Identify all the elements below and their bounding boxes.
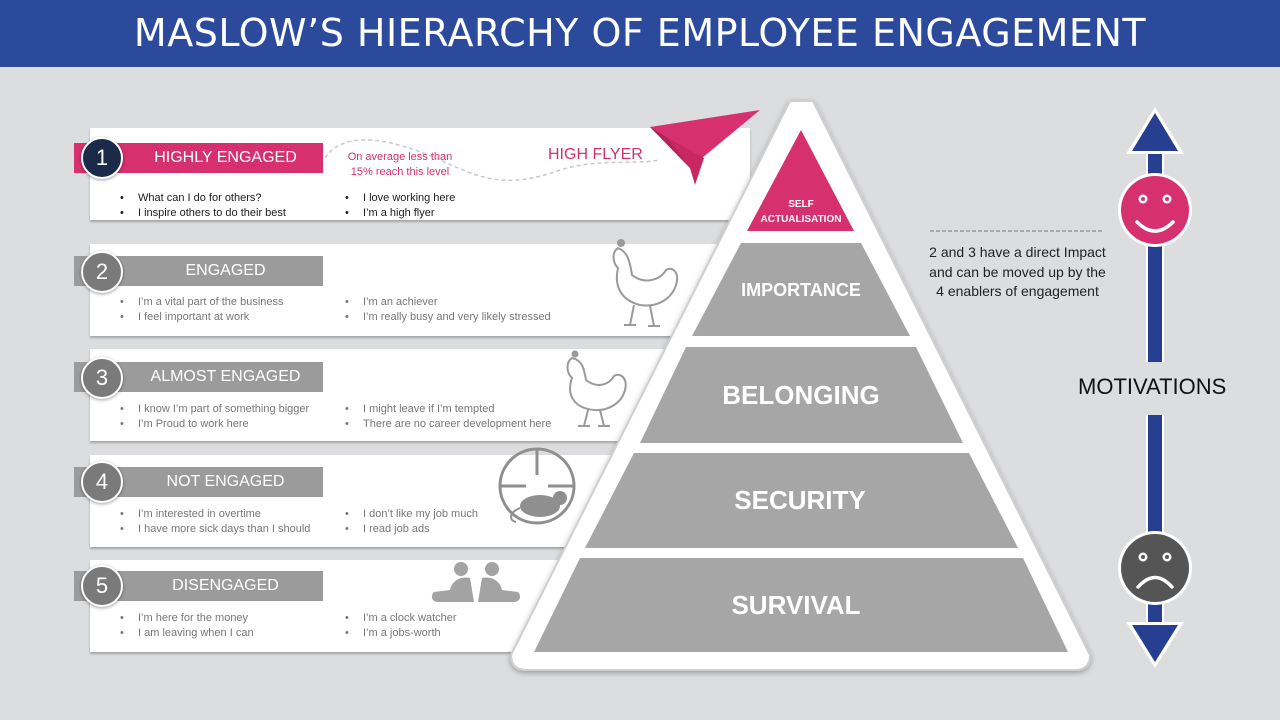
- bullet-item: I inspire others to do their best: [120, 206, 286, 221]
- bullet-item: I have more sick days than I should: [120, 522, 310, 537]
- bullet-item: What can I do for others?: [120, 191, 286, 206]
- motivations-label: MOTIVATIONS: [1078, 374, 1227, 399]
- level-1-right-bullets: I love working here I’m a high flyer: [345, 191, 455, 221]
- bullet-item: I’m Proud to work here: [120, 417, 309, 432]
- bullet-item: I’m a high flyer: [345, 206, 455, 221]
- level-4-right-bullets: I don’t like my job much I read job ads: [345, 507, 478, 537]
- bullet-item: I’m a clock watcher: [345, 611, 457, 626]
- pyramid-tier-belonging: [640, 347, 963, 443]
- rat-in-crosshair-icon: [498, 447, 576, 525]
- bullet-item: I’m interested in overtime: [120, 507, 310, 522]
- bullet-item: I’m a vital part of the business: [120, 295, 284, 310]
- pyramid-tier-importance: [692, 243, 910, 336]
- tier-label-importance: IMPORTANCE: [741, 280, 861, 300]
- bullet-item: I feel important at work: [120, 310, 284, 325]
- tier-label-self-line-2: ACTUALISATION: [761, 214, 842, 225]
- level-2-right-bullets: I’m an achiever I’m really busy and very…: [345, 295, 551, 325]
- bullet-item: I’m a jobs-worth: [345, 626, 457, 641]
- level-label-2: ENGAGED: [185, 262, 266, 279]
- people-back-to-back-icon: [431, 562, 521, 602]
- level-2-left-bullets: I’m a vital part of the business I feel …: [120, 295, 284, 325]
- level-5-right-bullets: I’m a clock watcher I’m a jobs-worth: [345, 611, 457, 641]
- happy-face-icon: [1118, 173, 1192, 247]
- bullet-item: I’m an achiever: [345, 295, 551, 310]
- paper-plane-icon: [650, 110, 760, 185]
- pyramid-tier-security: [585, 453, 1018, 548]
- level-number-2: 2: [81, 251, 123, 293]
- bullet-item: I’m really busy and very likely stressed: [345, 310, 551, 325]
- level-3-left-bullets: I know I’m part of something bigger I’m …: [120, 402, 309, 432]
- level-number-4: 4: [81, 461, 123, 503]
- level-number-3: 3: [81, 357, 123, 399]
- pyramid-tier-self-actualisation: [747, 130, 854, 231]
- tier-label-belonging: BELONGING: [722, 380, 879, 410]
- tier-label-survival: SURVIVAL: [731, 590, 860, 620]
- level-3-right-bullets: I might leave if I’m tempted There are n…: [345, 402, 551, 432]
- bullet-item: I might leave if I’m tempted: [345, 402, 551, 417]
- bullet-item: I read job ads: [345, 522, 478, 537]
- reach-annotation-line-2: 15% reach this level: [350, 166, 450, 178]
- level-5-left-bullets: I’m here for the money I am leaving when…: [120, 611, 254, 641]
- bullet-item: There are no career development here: [345, 417, 551, 432]
- high-flyer-label: HIGH FLYER: [548, 146, 643, 163]
- level-label-4: NOT ENGAGED: [166, 473, 285, 490]
- pyramid-tier-survival: [534, 558, 1068, 652]
- tier-label-self-line-1: SELF: [788, 199, 814, 210]
- reach-annotation: On average less than 15% reach this leve…: [338, 150, 462, 180]
- level-number-5: 5: [81, 565, 123, 607]
- level-number-1: 1: [81, 137, 123, 179]
- bullet-item: I know I’m part of something bigger: [120, 402, 309, 417]
- level-4-left-bullets: I’m interested in overtime I have more s…: [120, 507, 310, 537]
- level-label-1: HIGHLY ENGAGED: [154, 149, 297, 166]
- bullet-item: I don’t like my job much: [345, 507, 478, 522]
- title-bar: MASLOW’S HIERARCHY OF EMPLOYEE ENGAGEMEN…: [0, 0, 1280, 67]
- enablers-note: 2 and 3 have a direct Impact and can be …: [929, 244, 1106, 299]
- bullet-item: I love working here: [345, 191, 455, 206]
- page-title: MASLOW’S HIERARCHY OF EMPLOYEE ENGAGEMEN…: [133, 11, 1147, 55]
- reach-annotation-line-1: On average less than: [347, 151, 453, 163]
- bullet-item: I am leaving when I can: [120, 626, 254, 641]
- chicken-icon: [612, 239, 678, 327]
- sad-face-icon: [1118, 531, 1192, 605]
- level-label-3: ALMOST ENGAGED: [150, 368, 301, 385]
- level-1-left-bullets: What can I do for others? I inspire othe…: [120, 191, 286, 221]
- level-label-5: DISENGAGED: [172, 577, 279, 594]
- bullet-item: I’m here for the money: [120, 611, 254, 626]
- chicken-icon: [566, 350, 627, 427]
- tier-label-security: SECURITY: [734, 485, 865, 515]
